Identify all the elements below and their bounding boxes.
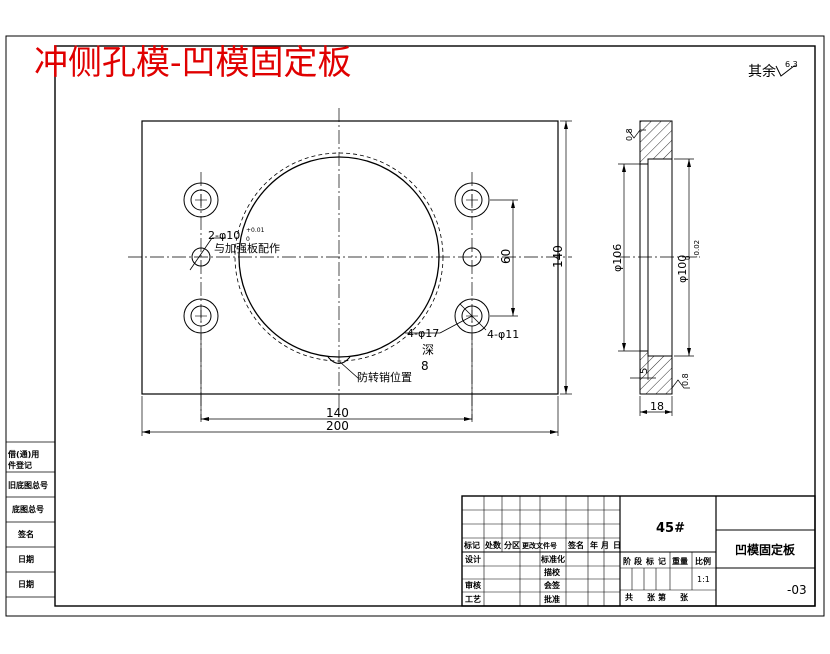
surf-symbol-top	[627, 129, 646, 139]
tb-process: 工艺	[465, 594, 481, 604]
note-through-hole: 4-φ11	[487, 328, 519, 341]
pin-leader	[339, 361, 360, 379]
cbore-hole-br-outer	[454, 298, 490, 334]
note-depth-label: 深	[422, 343, 434, 357]
tb-sheet-total-unit: 张	[647, 593, 656, 602]
plate-outline	[141, 120, 559, 395]
dim-step-5: 5	[639, 368, 650, 374]
dim-phi-100: φ100	[676, 255, 689, 283]
tb-drafter: 描校	[544, 567, 561, 577]
tb-stage-0: 阶	[623, 556, 631, 566]
cbore-hole-tr-inner	[461, 189, 483, 211]
dim-phi-106: φ106	[611, 244, 624, 272]
dim-140-vertical: 140	[551, 245, 565, 268]
section-top-hatch	[639, 120, 673, 165]
roughness-prefix: 其余	[748, 63, 776, 80]
tb-drawing-number: -03	[787, 583, 807, 597]
main-bore	[238, 156, 440, 358]
tb-sheet-total: 共	[625, 592, 633, 602]
cbore-hole-tl-inner	[190, 189, 212, 211]
left-strip-label-1: 件登记	[8, 460, 32, 470]
tb-stage-3: 记	[658, 556, 666, 566]
surf-symbol-bottom	[671, 379, 690, 389]
tb-stage-2: 标	[645, 556, 654, 566]
left-strip-label-0: 借(通)用	[7, 449, 39, 459]
roughness-symbol	[775, 65, 797, 77]
front-view: 140 200 140 60 2-φ10 +0.01 0 与加强板配作 4-φ1…	[128, 108, 572, 436]
left-strip: 借(通)用 件登记 旧底图总号 底图总号 签名 日期 日期	[6, 441, 55, 598]
tb-header-zone: 分区	[504, 540, 520, 550]
dowel-hole-left	[191, 247, 211, 267]
tb-header-change-doc: 更改文件号	[522, 541, 557, 550]
dim-60: 60	[499, 249, 513, 264]
cbore-hole-br-inner	[461, 305, 483, 327]
dowel-leader	[189, 237, 213, 271]
note-dowel-text: 与加强板配作	[214, 241, 280, 255]
tb-header-day: 日	[613, 541, 621, 550]
tb-stage-1: 段	[634, 556, 642, 566]
note-dowel-tol-lower: 0	[246, 236, 250, 243]
tb-reviewer: 审核	[465, 580, 481, 590]
tb-header-mark: 标记	[463, 540, 480, 550]
drawing-title: 冲侧孔模-凹模固定板	[34, 43, 352, 83]
tb-scale-value: 1:1	[697, 575, 710, 584]
tb-countersign: 会签	[544, 580, 561, 590]
tb-header-month: 月	[600, 541, 609, 550]
note-depth-value: 8	[421, 359, 429, 373]
dim-200: 200	[326, 419, 349, 433]
inner-border	[54, 45, 816, 607]
surf-value-top: 0.8	[625, 128, 634, 141]
left-strip-label-3: 底图总号	[11, 504, 44, 514]
cbore-hole-tl-outer	[183, 182, 219, 218]
cbore-leader	[439, 315, 473, 334]
tb-approve: 批准	[544, 594, 560, 604]
thru-leader	[459, 303, 487, 331]
counterbore-hidden	[234, 152, 444, 362]
tb-material: 45#	[656, 521, 685, 536]
tb-weight: 重量	[672, 556, 688, 566]
note-counterbore: 4-φ17	[407, 327, 439, 340]
cbore-hole-bl-outer	[183, 298, 219, 334]
left-strip-label-2: 旧底图总号	[8, 480, 48, 490]
cbore-hole-bl-inner	[190, 305, 212, 327]
note-pin-position: 防转销位置	[357, 370, 412, 384]
anti-rotation-pin-notch	[327, 356, 351, 364]
tb-designer: 设计	[465, 554, 481, 564]
section-view: φ106 φ100 0 -0.02 18 5 0.8 0.8	[611, 120, 701, 416]
tb-scale-label: 比例	[695, 556, 711, 566]
surf-value-bottom: 0.8	[681, 373, 690, 386]
dim-phi-100-tol-upper: 0	[684, 256, 692, 260]
roughness-note: 其余 6.3	[748, 60, 798, 80]
outer-border	[5, 35, 825, 617]
note-dowel-size: 2-φ10	[208, 229, 240, 242]
title-block: 标记 处数 分区 更改文件号 签名 年 月 日 设计 标准化 描校 审核 会签 …	[461, 495, 816, 607]
tb-header-count: 处数	[484, 540, 502, 550]
tb-part-name: 凹模固定板	[735, 542, 796, 557]
tb-header-sign: 签名	[567, 540, 584, 550]
left-strip-label-6: 日期	[18, 579, 34, 589]
tb-sheet-no: 第	[658, 592, 666, 602]
left-strip-label-5: 日期	[18, 554, 34, 564]
cbore-hole-tr-outer	[454, 182, 490, 218]
note-dowel-tol-upper: +0.01	[246, 227, 265, 234]
dowel-hole-right	[462, 247, 482, 267]
dim-thickness-18: 18	[650, 400, 664, 413]
dim-140-horizontal: 140	[326, 406, 349, 420]
left-strip-label-4: 签名	[17, 529, 34, 539]
tb-standardization: 标准化	[540, 554, 565, 564]
tb-sheet-no-unit: 张	[680, 593, 689, 602]
tb-header-year: 年	[590, 540, 598, 550]
dim-phi-100-tol-lower: -0.02	[693, 240, 701, 258]
roughness-value: 6.3	[785, 60, 798, 69]
